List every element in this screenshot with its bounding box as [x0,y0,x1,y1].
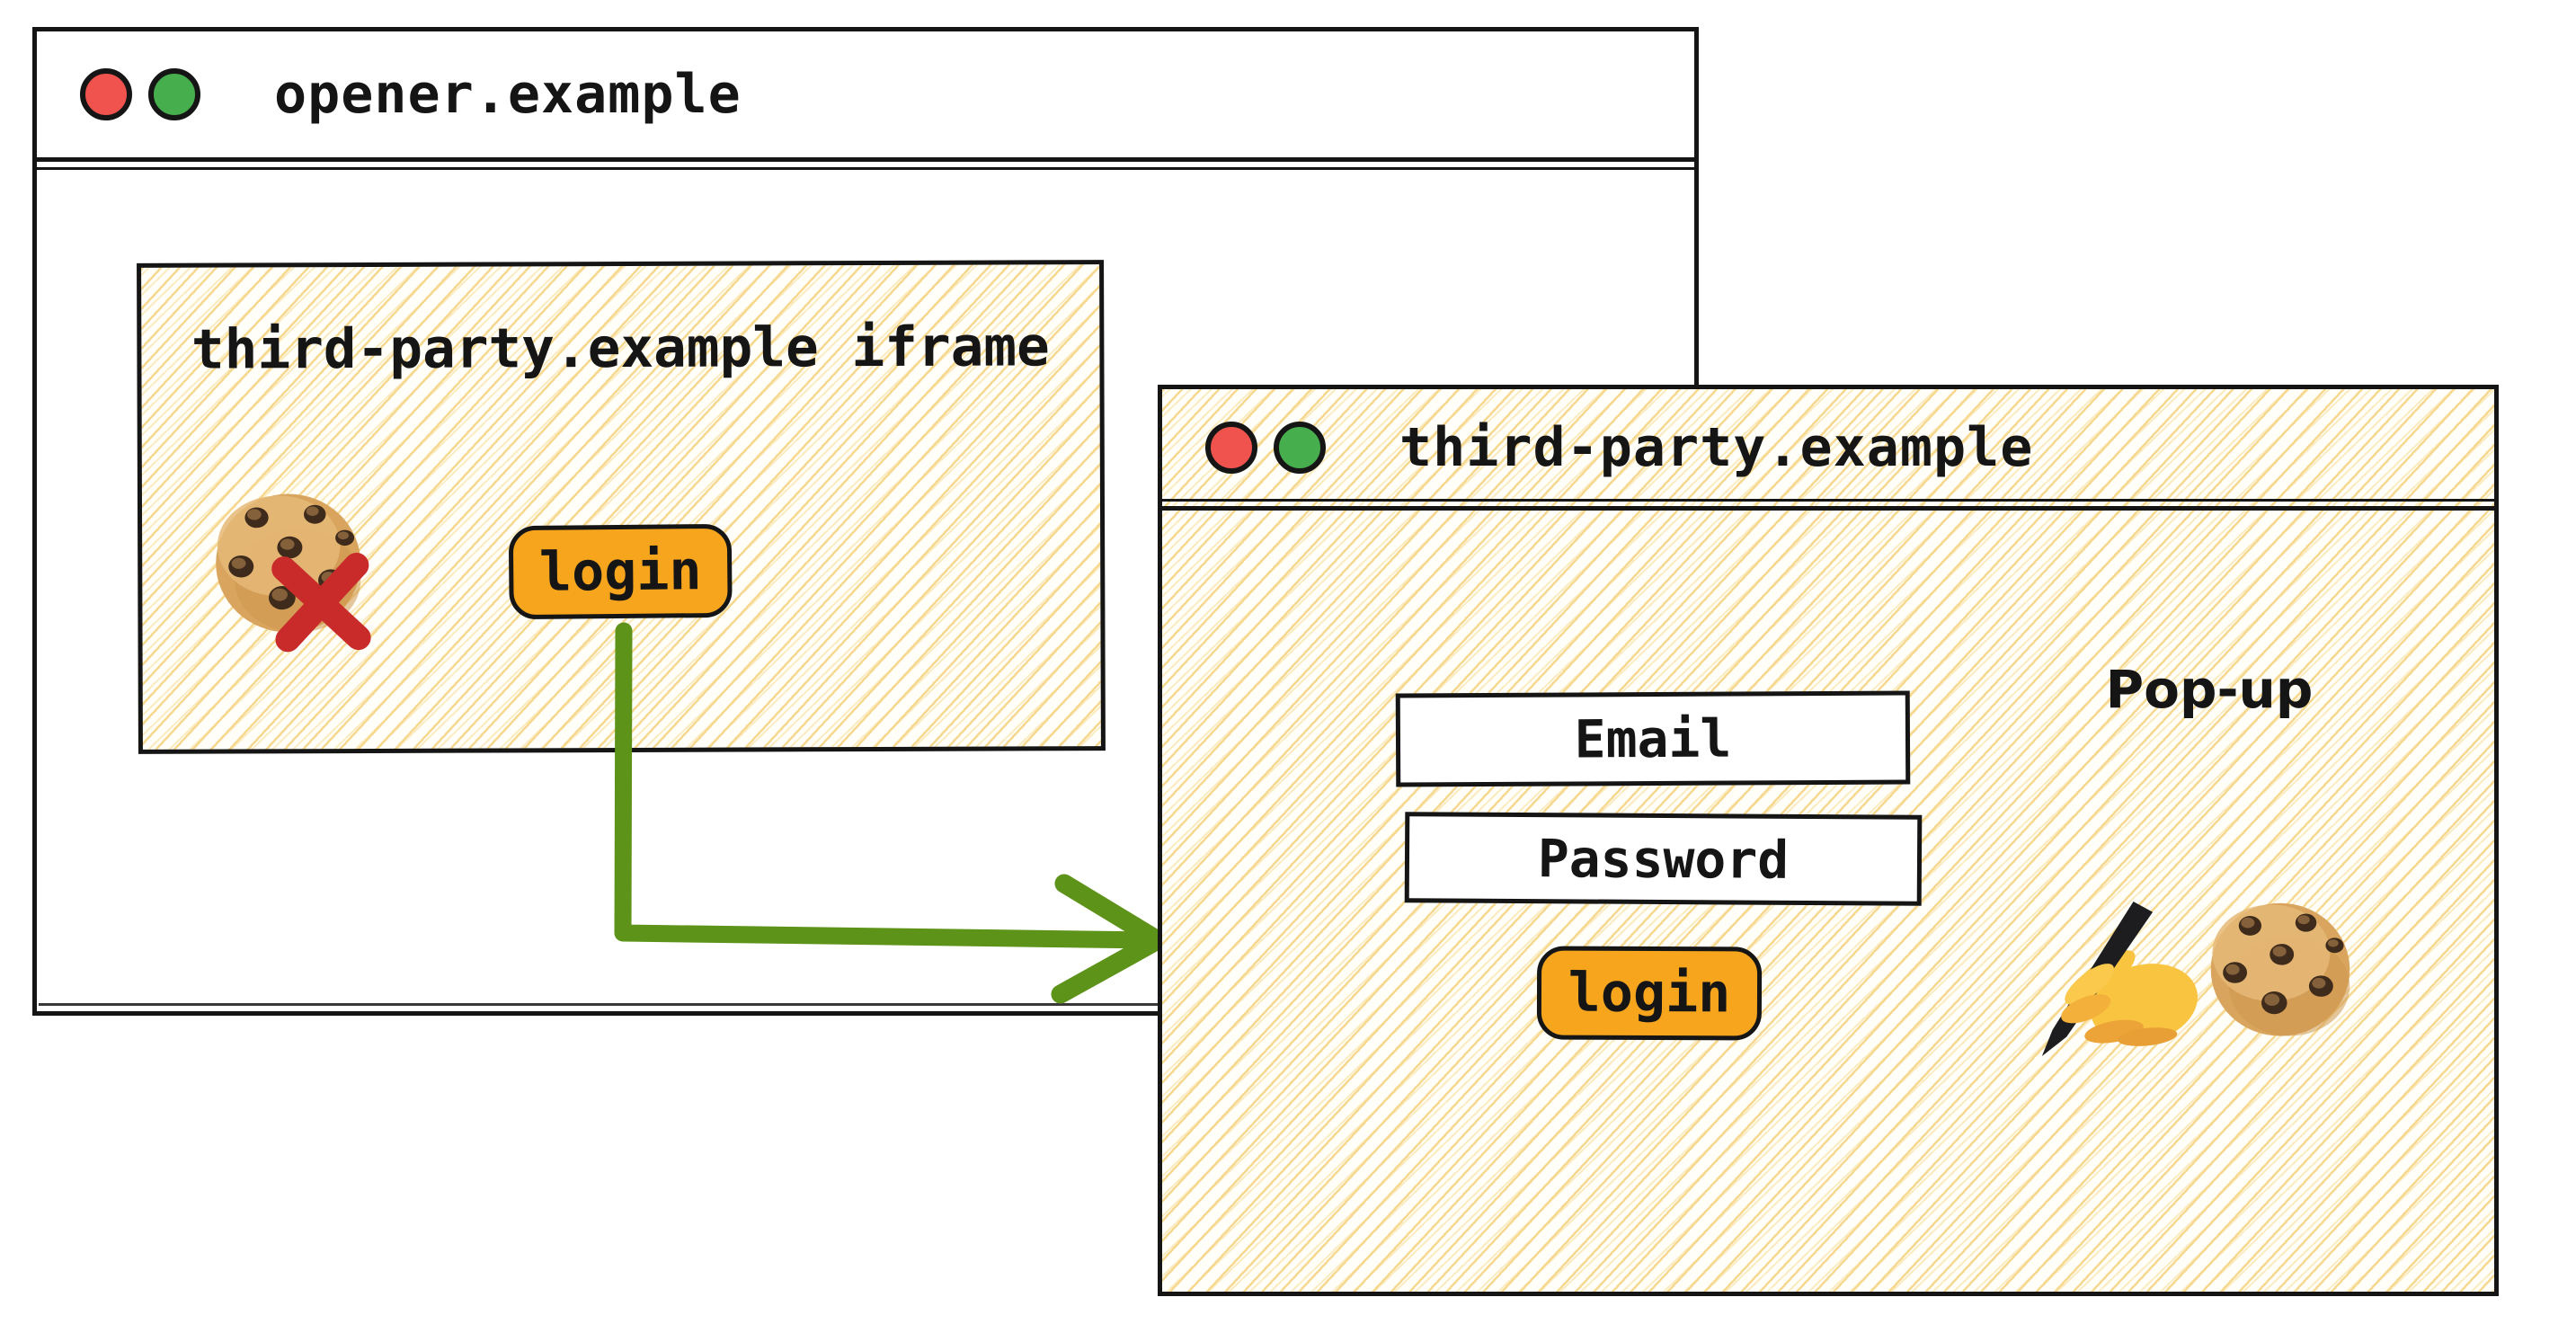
popup-login-button[interactable]: login [1536,946,1763,1041]
traffic-light-green-icon[interactable] [1274,422,1326,474]
blocked-x-icon [271,552,371,653]
writing-hand-icon [2041,901,2198,1057]
iframe-label: third-party.example iframe [191,315,1050,382]
sketch-double-line [32,167,1699,170]
blocked-cookie-group [205,483,449,699]
traffic-light-red-icon[interactable] [1205,422,1257,474]
iframe-login-button[interactable]: login [508,523,733,620]
sketch-double-line [39,1003,1692,1006]
traffic-light-green-icon[interactable] [148,68,200,120]
opener-titlebar: opener.example [32,31,1699,170]
email-field[interactable]: Email [1395,690,1911,787]
popup-window: third-party.example Email Password login… [1158,385,2499,1296]
popup-window-title: third-party.example [1399,416,2034,479]
opener-window-title: opener.example [274,63,742,126]
sketch-double-line [1158,499,2499,502]
third-party-iframe: third-party.example iframe [137,260,1106,754]
password-field[interactable]: Password [1404,812,1923,906]
popup-titlebar: third-party.example [1158,389,2499,511]
traffic-light-red-icon[interactable] [80,68,132,120]
cookie-icon [2210,902,2350,1036]
popup-annotation: Pop-up [2105,659,2314,720]
